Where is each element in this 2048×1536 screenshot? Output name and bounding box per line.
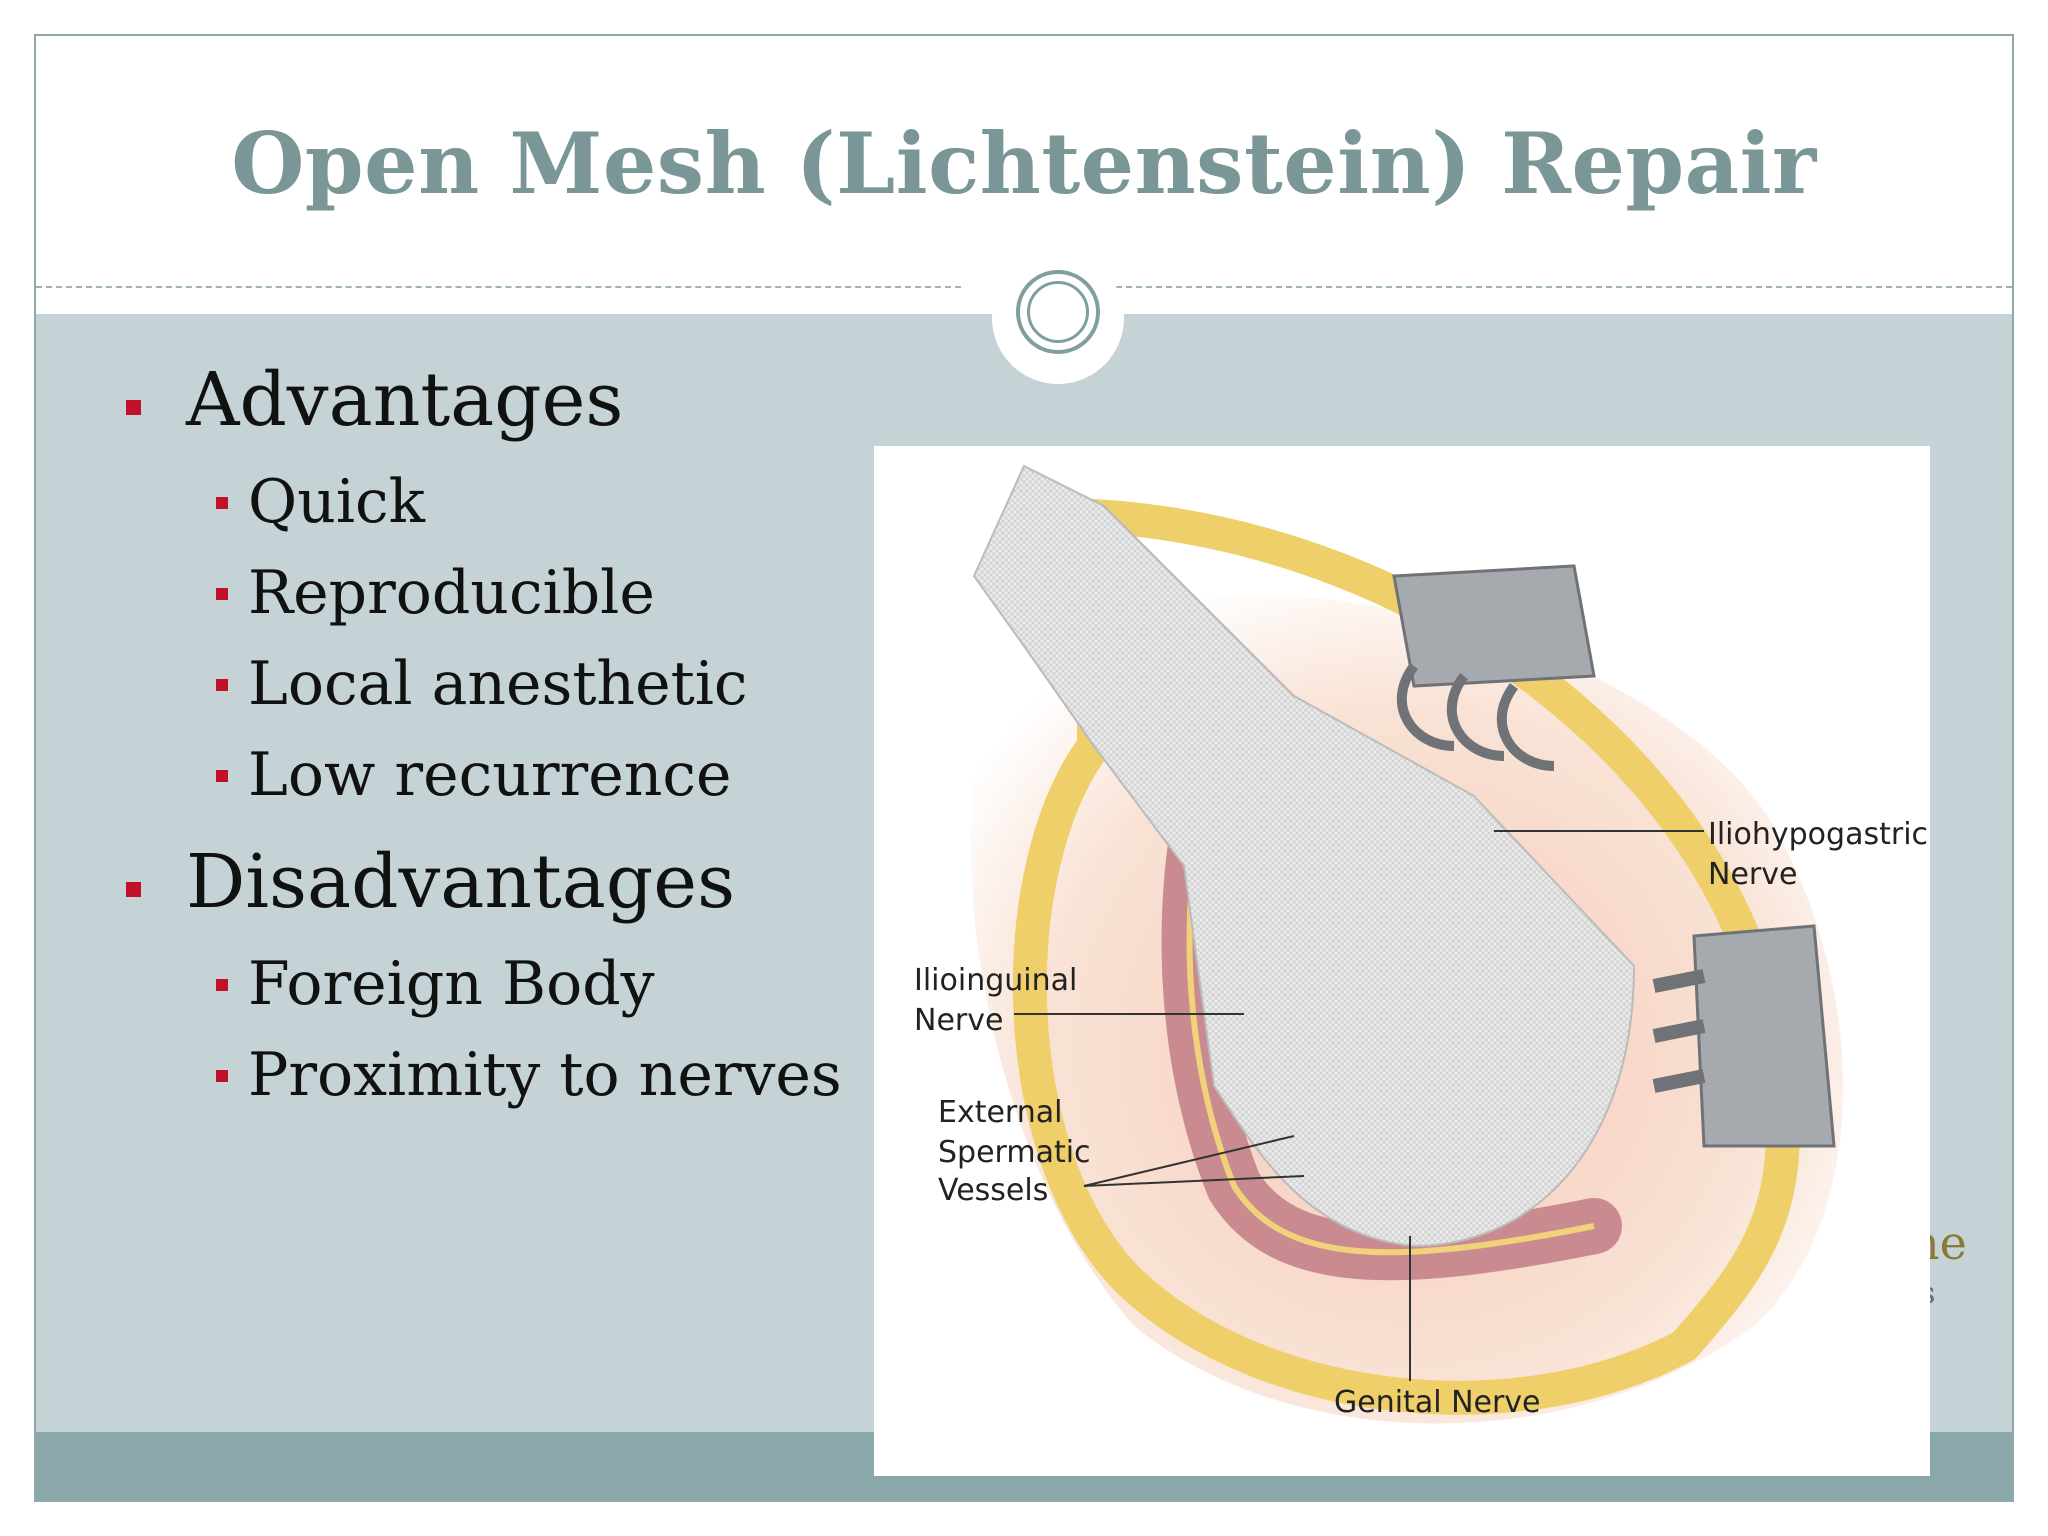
label-external: External [938,1095,1062,1130]
label-iliohypogastric-nerve: Nerve [1708,857,1797,892]
slide: Open Mesh (Lichtenstein) Repair Advantag… [34,34,2014,1502]
divider-ornament [992,252,1124,384]
bullet-label: Advantages [186,357,624,443]
sub-bullet: Low recurrence [186,730,874,820]
label-genital-nerve: Genital Nerve [1334,1385,1541,1420]
header-divider-right [1096,286,2012,288]
sub-list: Quick Reproducible Local anesthetic Low … [186,457,874,820]
bullet-label: Disadvantages [186,838,736,925]
label-vessels: Vessels [938,1173,1048,1208]
bullet-square-icon [216,496,228,509]
bullet-square-icon [126,400,141,415]
label-ilioinguinal: Ilioinguinal [914,963,1077,998]
bullet-square-icon [216,1069,228,1082]
ring-icon [1016,270,1100,354]
sub-bullet: Reproducible [186,548,874,638]
fascia-edge [1012,497,1800,1415]
surgical-illustration: Iliohypogastric Nerve Ilioinguinal Nerve… [874,446,1930,1476]
sub-bullet: Foreign Body [186,939,874,1029]
label-ilioinguinal-nerve: Nerve [914,1003,1003,1038]
illustration-graphic: Iliohypogastric Nerve Ilioinguinal Nerve… [914,464,1928,1424]
mesh-patch [972,464,1636,1248]
bullet-disadvantages: Disadvantages Foreign Body Proximity to … [94,838,874,1120]
retractor-top [1392,564,1596,771]
slide-title: Open Mesh (Lichtenstein) Repair [231,114,1817,213]
sub-bullet: Local anesthetic [186,639,874,729]
bullet-square-icon [216,978,228,991]
bullet-square-icon [216,587,228,600]
bullet-square-icon [126,881,141,897]
bullet-square-icon [216,678,228,691]
sub-bullet: Quick [186,457,874,547]
label-iliohypogastric: Iliohypogastric [1708,817,1928,852]
bullet-square-icon [216,769,228,782]
label-spermatic: Spermatic [938,1135,1091,1170]
retractor-right [1652,924,1836,1148]
bullet-advantages: Advantages Quick Reproducible Local anes… [94,356,874,820]
bullet-list: Advantages Quick Reproducible Local anes… [94,356,874,1138]
header-divider-left [36,286,961,288]
sub-bullet: Proximity to nerves [186,1030,874,1120]
sub-list: Foreign Body Proximity to nerves [186,939,874,1120]
